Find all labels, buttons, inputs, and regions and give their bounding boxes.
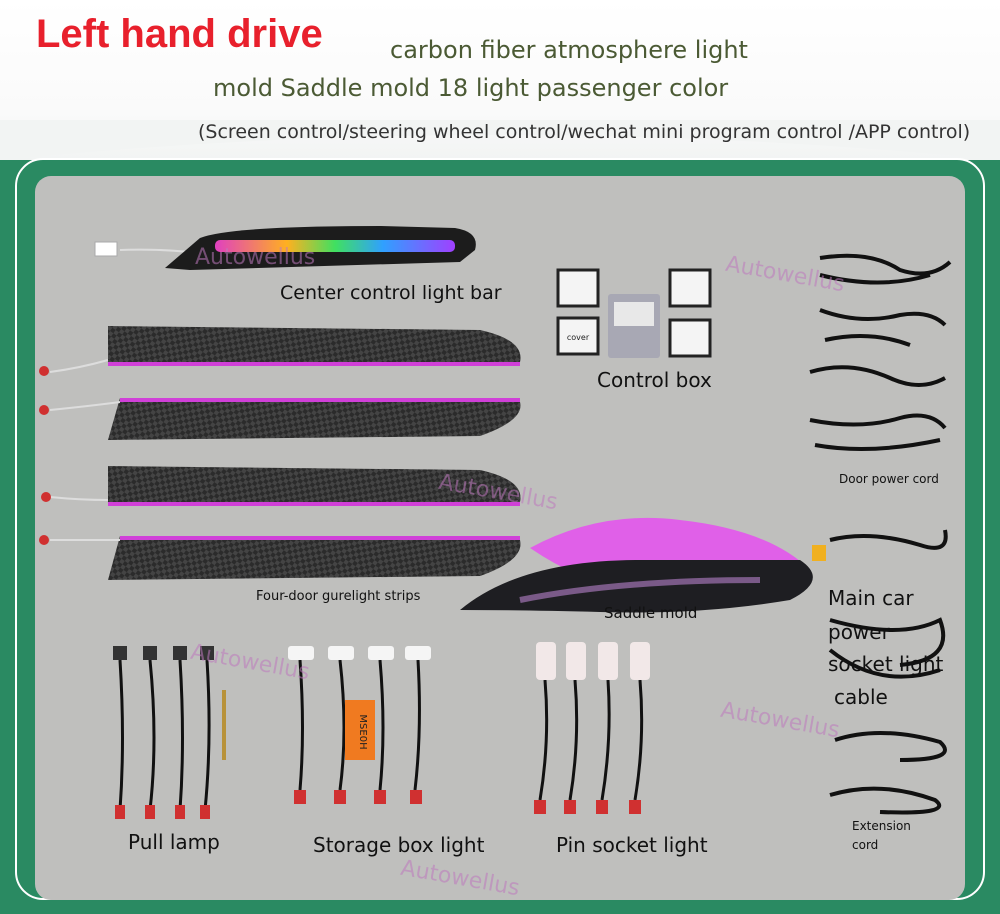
product-panel: cover [35, 176, 965, 900]
main-power-cable [812, 529, 948, 679]
pin-socket-lights [534, 642, 650, 814]
door-strip-3 [41, 466, 521, 506]
control-methods: (Screen control/steering wheel control/w… [198, 121, 971, 143]
label-main-power-1: Main car [828, 586, 914, 610]
title-red: Left hand drive [36, 12, 323, 56]
label-main-power-2: power [828, 620, 890, 644]
control-box-set [556, 268, 712, 358]
watermark-1: Autowellus [195, 245, 316, 270]
label-four-door: Four-door gurelight strips [256, 589, 421, 604]
storage-tag-text: MSE0H [357, 714, 368, 749]
label-storage: Storage box light [313, 833, 485, 857]
label-door-power: Door power cord [839, 472, 939, 486]
label-control-box: Control box [597, 368, 712, 392]
label-extension-2: cord [852, 838, 879, 852]
saddle-mold [460, 517, 813, 613]
door-strip-1 [39, 326, 521, 376]
header-curve [0, 120, 1000, 160]
module-cover-text: cover [567, 333, 590, 342]
label-main-power-3: socket light [828, 652, 944, 676]
label-pull-lamp: Pull lamp [128, 830, 220, 854]
label-saddle: Saddle mold [604, 604, 698, 622]
title-rest: carbon fiber atmosphere light [390, 36, 748, 64]
product-illustration: cover [39, 226, 952, 819]
extension-cords [829, 730, 947, 815]
label-pin-socket: Pin socket light [556, 833, 708, 857]
door-strip-4 [39, 535, 521, 580]
label-extension-1: Extension [852, 819, 911, 833]
door-strip-2 [39, 398, 521, 440]
pull-lamps [113, 646, 226, 819]
subtitle: mold Saddle mold 18 light passenger colo… [213, 74, 729, 102]
label-main-power-4: cable [834, 685, 888, 709]
door-power-cords [809, 253, 952, 451]
label-center-bar: Center control light bar [280, 282, 502, 304]
storage-box-lights [288, 646, 431, 804]
center-light-bar [94, 226, 476, 270]
